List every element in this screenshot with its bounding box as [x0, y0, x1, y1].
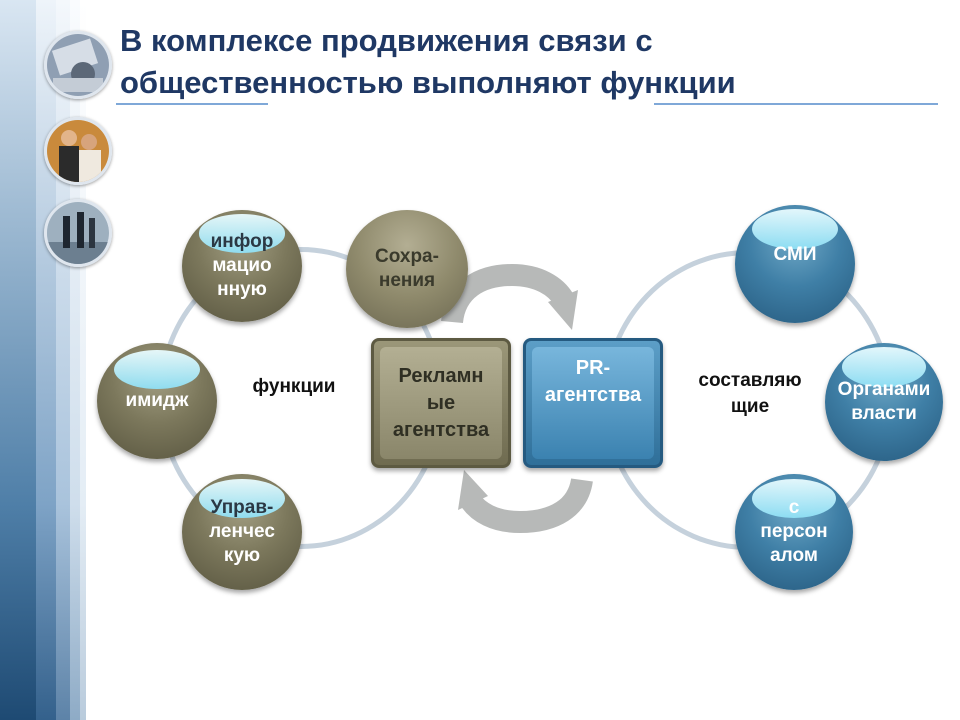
bubble-label: инфор [210, 231, 274, 252]
sync-arrow-bottom-icon [458, 470, 593, 534]
box-label: Рекламн [398, 364, 484, 387]
sidebar-stripe [0, 0, 36, 720]
title-underline-right [654, 103, 938, 105]
bubble-label: ленчес [209, 521, 275, 542]
bubble-label: власти [851, 403, 917, 424]
bubble-label: Органами [837, 379, 931, 400]
sync-arrow-top-icon [441, 263, 578, 330]
bubble-label: кую [223, 545, 261, 566]
left-center-label: функции [252, 376, 336, 397]
slide-title: В комплексе продвижения связи с обществе… [120, 20, 940, 104]
photo-office-thumbnail [44, 31, 112, 99]
photo-walking-people-thumbnail [44, 199, 112, 267]
box-label: ые [426, 391, 456, 414]
function-bubble-managerial: Управ- ленчес кую [182, 474, 302, 590]
bubble-label: имидж [125, 390, 189, 411]
bubble-label: мацио [212, 255, 272, 276]
component-bubble-authorities: Органами власти [825, 343, 943, 461]
bubble-label: нную [217, 279, 267, 300]
function-bubble-image: имидж [97, 343, 217, 459]
box-label: PR- [575, 357, 611, 379]
bubble-highlight [198, 214, 286, 253]
bubble-label: нения [378, 270, 436, 291]
right-center-label-line-1: составляю [698, 370, 802, 391]
photo-businesspeople-thumbnail [44, 117, 112, 185]
box-bevel [380, 347, 502, 459]
slide-title-line-1: В комплексе продвижения связи с [120, 23, 653, 58]
right-center-label: составляю щие [680, 368, 820, 420]
bubble-highlight [751, 478, 837, 519]
bubble-highlight [751, 208, 839, 249]
component-bubble-media: СМИ [735, 205, 855, 323]
left-sidebar [0, 0, 112, 720]
sidebar-stripe [70, 0, 80, 720]
sidebar-stripe [36, 0, 56, 720]
box-advertising-agencies: Рекламн ые агентства [371, 338, 511, 468]
function-bubble-preservation: Сохра- нения [346, 210, 468, 328]
bubble-label: Сохра- [375, 246, 439, 267]
component-bubble-staff: с персон алом [735, 474, 853, 590]
bubble-label: Управ- [210, 497, 274, 518]
title-underline-left [116, 103, 268, 105]
bubble-highlight [841, 346, 927, 387]
box-bevel [532, 347, 654, 459]
bubble-label: с [788, 497, 800, 518]
box-pr-agencies: PR- агентства [523, 338, 663, 468]
slide-title-line-2: общественностью выполняют функции [120, 65, 736, 100]
bubble-label: СМИ [773, 244, 817, 265]
right-center-label-line-2: щие [730, 396, 770, 417]
sidebar-stripe [80, 0, 86, 720]
box-label: агентства [544, 384, 642, 406]
box-label: агентства [392, 418, 490, 441]
bubble-label: персон [760, 521, 828, 542]
bubble-highlight [113, 349, 201, 390]
bubble-highlight [198, 478, 286, 519]
bubble-label: алом [770, 545, 818, 566]
function-bubble-informational: инфор мацио нную [182, 210, 302, 322]
